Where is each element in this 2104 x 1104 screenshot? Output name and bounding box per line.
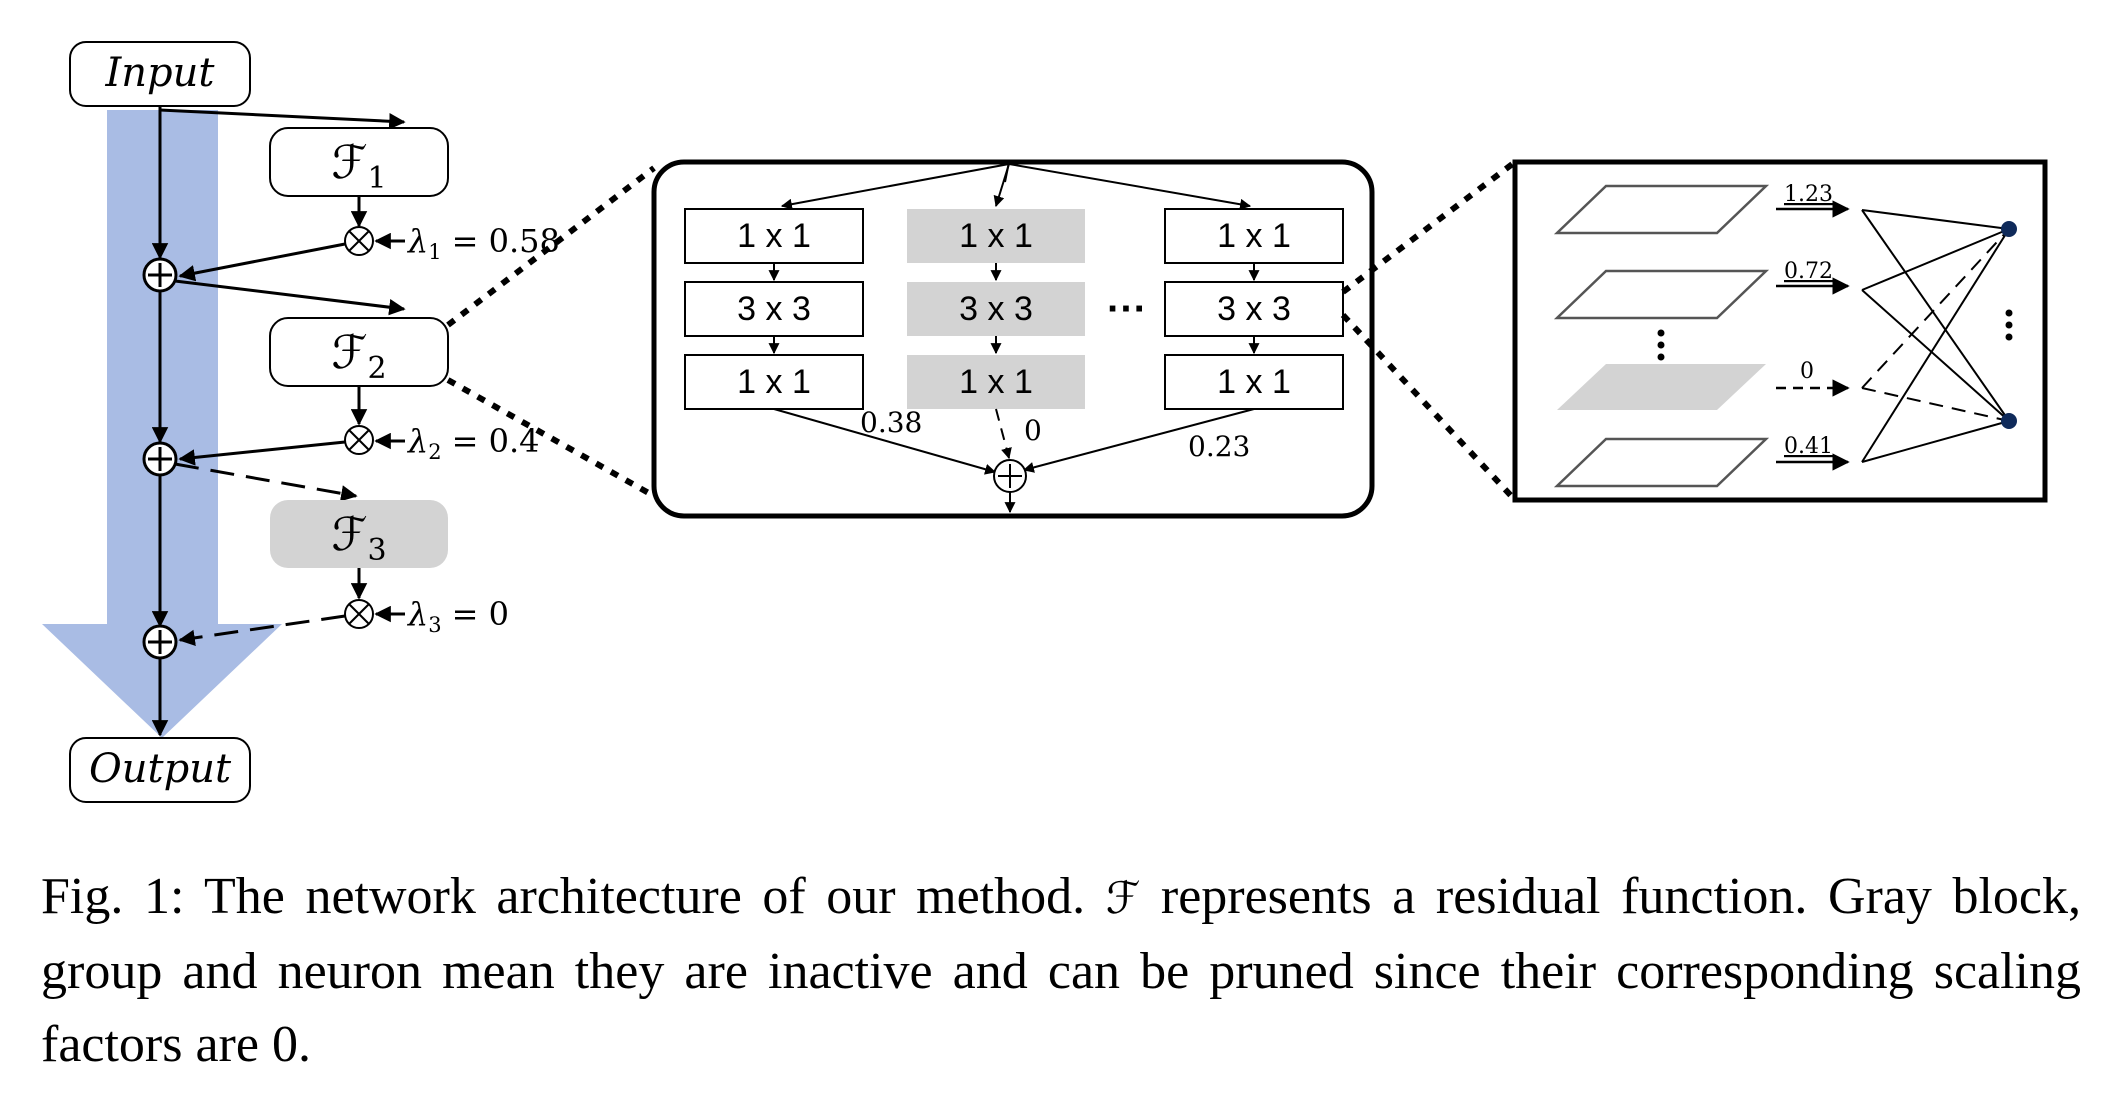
block-f1-subscript: 1: [368, 161, 387, 196]
neuron-weight-3: 0: [1800, 359, 1814, 384]
feature-map-ellipsis: [1657, 329, 1665, 361]
output-neuron-2: [2001, 413, 2017, 429]
group-1-weight: 0.38: [860, 406, 922, 439]
neuron-weight-2: 0.72: [1784, 259, 1833, 284]
output-node: Output: [69, 737, 251, 803]
block-f3-symbol: ℱ: [331, 507, 367, 561]
main-flow-arrow: [42, 110, 282, 738]
group-1-layer-3: 1 x 1: [737, 363, 811, 401]
multiplier-1: [344, 226, 374, 256]
group-2-layer-2: 3 x 3: [959, 290, 1033, 328]
group-2-layer-3: 1 x 1: [959, 363, 1033, 401]
group-adder: [993, 459, 1027, 493]
feature-map-4: [1553, 437, 1770, 488]
group-column-1: 1 x 1 3 x 3 1 x 1: [684, 208, 864, 410]
caption-symbol: ℱ: [1105, 873, 1141, 924]
feature-map-3-inactive: [1557, 364, 1766, 410]
svg-text:ℱ2: ℱ2: [331, 325, 386, 386]
input-label: Input: [104, 50, 215, 96]
adder-1: [142, 257, 178, 293]
group-1-layer-2: 3 x 3: [737, 290, 811, 328]
zoom-lines-group: [1340, 159, 1518, 503]
zoom-lines-block: [446, 165, 656, 499]
group-2-layer-1: 1 x 1: [959, 217, 1033, 255]
feature-map-1: [1553, 184, 1770, 235]
group-3-weight: 0.23: [1188, 430, 1250, 463]
adder-2: [142, 441, 178, 477]
block-f2-symbol: ℱ: [331, 325, 367, 379]
multiplier-3: [344, 599, 374, 629]
output-label: Output: [89, 746, 232, 792]
group-2-weight: 0: [1024, 414, 1042, 447]
block-f2-subscript: 2: [368, 351, 387, 386]
group-3-layer-2: 3 x 3: [1217, 290, 1291, 328]
lambda-3-label: λ3= 0: [406, 595, 509, 637]
figure-caption: Fig. 1: The network architecture of our …: [41, 860, 2081, 1081]
input-node: Input: [69, 41, 251, 107]
adder-3: [142, 624, 178, 660]
block-f3-subscript: 3: [368, 533, 387, 568]
group-column-3: 1 x 1 3 x 3 1 x 1: [1164, 208, 1344, 410]
group-1-layer-1: 1 x 1: [737, 217, 811, 255]
block-f1-symbol: ℱ: [331, 135, 367, 189]
caption-text: represents a residual function. Gray blo…: [41, 868, 2081, 1073]
svg-text:ℱ1: ℱ1: [331, 135, 386, 196]
neuron-weight-1: 1.23: [1784, 182, 1833, 207]
lambda-1-label: λ1= 0.58: [406, 222, 560, 264]
lambda-2-label: λ2= 0.4: [406, 422, 540, 464]
neuron-panel: 1.23 0.72 0 0.41: [1512, 159, 2048, 503]
svg-text:ℱ3: ℱ3: [331, 507, 386, 568]
multiplier-to-adder-arrows: [178, 242, 346, 647]
lambda-arrows: [374, 232, 405, 623]
neuron-connections: [1861, 209, 2010, 463]
architecture-figure: Input Output ℱ1 ℱ2 ℱ3: [42, 41, 2048, 803]
output-neuron-1: [2001, 221, 2017, 237]
group-column-2-inactive: 1 x 1 3 x 3 1 x 1: [907, 209, 1085, 409]
neuron-weight-4: 0.41: [1784, 434, 1833, 459]
caption-prefix: Fig. 1: The network architecture of our …: [41, 868, 1086, 925]
block-f2: ℱ2: [269, 317, 449, 387]
block-f1: ℱ1: [269, 127, 449, 197]
block-f3-inactive: ℱ3: [270, 500, 448, 568]
main-trunk: [151, 106, 406, 737]
group-3-layer-3: 1 x 1: [1217, 363, 1291, 401]
multiplier-2: [344, 425, 374, 455]
group-panel: 1 x 1 3 x 3 1 x 1 1 x 1 3 x 3 1 x 1 ··· …: [651, 159, 1375, 519]
output-neuron-ellipsis: [2005, 309, 2013, 341]
group-3-layer-1: 1 x 1: [1217, 217, 1291, 255]
feature-map-2: [1553, 269, 1770, 320]
group-ellipsis: ···: [1107, 287, 1147, 331]
